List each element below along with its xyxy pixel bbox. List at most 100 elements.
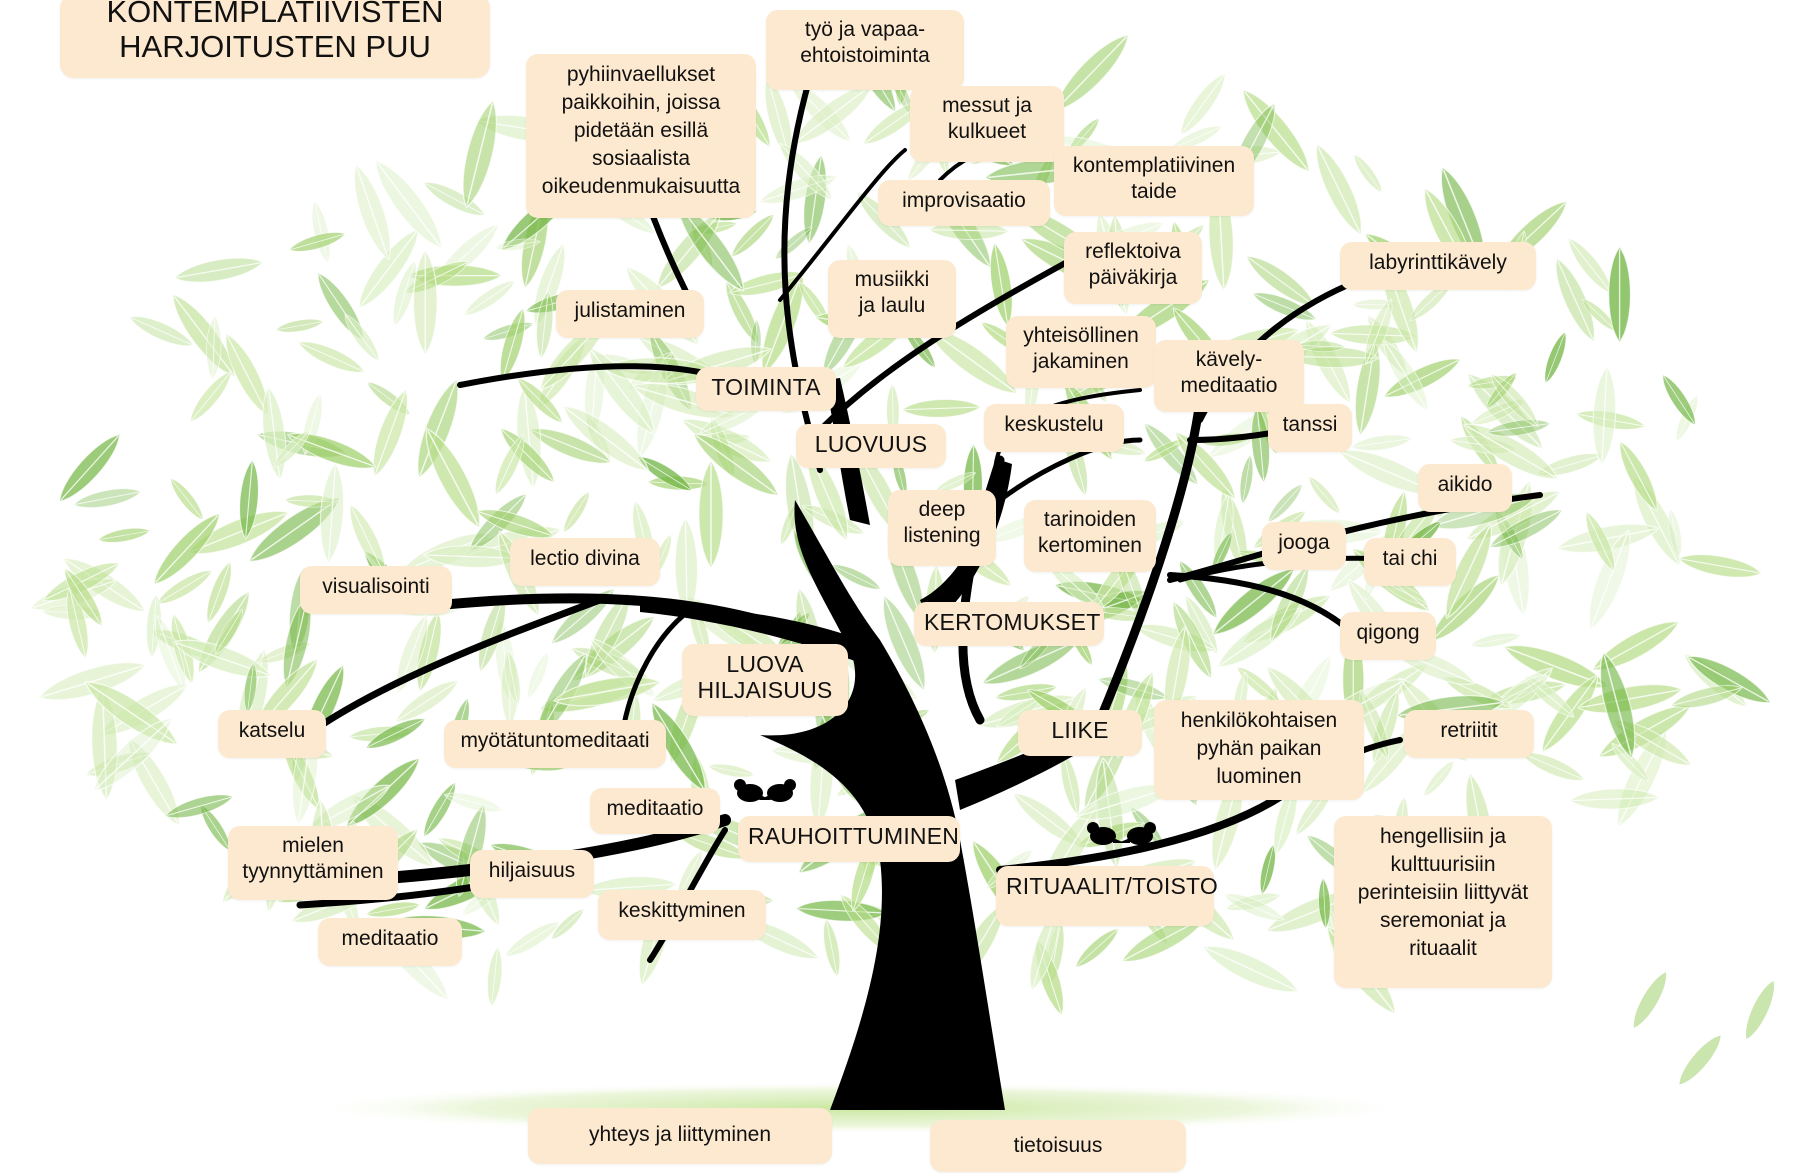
leaf-shape [374,159,443,249]
leaf-shape [1297,340,1346,352]
category-liike-text: LIIKE [1051,717,1109,743]
category-toiminta-text: TOIMINTA [711,374,821,400]
leaf-shape [504,649,521,707]
leaf-shape [58,433,121,503]
leaf-shape [1260,844,1276,895]
practice-pyhiinvaellukset: pyhiinvaellukset paikkoihin, joissa pide… [526,54,756,218]
practice-kavelymeditaatio: kävely- meditaatio [1154,340,1304,412]
practice-tai-chi-text: tai chi [1382,547,1438,570]
leaf-shape [487,946,503,1007]
leaf-shape [1668,508,1682,558]
practice-visualisointi-text: visualisointi [322,575,430,598]
practice-qigong: qigong [1340,612,1436,660]
practice-reflektoiva-line-2: päiväkirja [1088,266,1178,289]
leaf-shape [693,433,780,496]
practice-kavelymeditaatio-line-1: kävely- [1195,348,1263,371]
leaf-shape [319,462,345,564]
leaf-shape [1180,72,1226,136]
leaf-shape [97,528,151,543]
category-luova-hiljaisuus-line-2: HILJAISUUS [697,677,833,703]
leaf-shape [155,614,186,692]
leaf-shape [1599,651,1636,760]
category-luovuus-text: LUOVUUS [814,431,928,457]
leaf-shape [288,232,346,252]
leaf-shape [499,307,526,382]
practice-katselu-text: katselu [238,719,306,742]
leaf-shape [412,249,438,356]
practice-tanssi-text: tanssi [1282,413,1338,436]
leaf-shape [1585,511,1615,572]
leaf-shape [517,377,563,424]
category-luovuus: LUOVUUS [796,424,946,468]
practice-pyhiinvaellukset-line-3: pidetään esillä [573,119,709,142]
practice-yhteisollinen-line-2: jakaminen [1033,350,1129,373]
practice-deep-listening-line-2: listening [903,524,981,547]
practice-reflektoiva-line-1: reflektoiva [1085,240,1181,263]
practice-improvisaatio-text: improvisaatio [902,189,1026,212]
leaf-shape [275,319,324,333]
leaf-shape [1486,419,1551,437]
practice-hengellisiin-line-5: rituaalit [1409,937,1477,960]
practice-hiljaisuus: hiljaisuus [470,850,594,898]
leaf-shape [995,696,1043,728]
falling-leaf [1679,1035,1721,1085]
leaf-shape [395,680,459,722]
practice-retriitit: retriitit [1404,710,1534,758]
category-rituaalit-text: RITUAALIT/TOISTO [1006,873,1218,899]
category-kertomukset-text: KERTOMUKSET [924,609,1101,635]
leaf-shape [527,652,549,699]
leaf-shape [344,313,380,362]
category-rauhoittuminen-text: RAUHOITTUMINEN [748,823,960,849]
leaf-shape [393,260,417,327]
practice-hengellisiin-line-1: hengellisiin ja [1379,825,1507,848]
leaf-shape [563,491,590,533]
leaf-shape [38,661,147,701]
practice-henkilokohtaisen-line-2: pyhän paikan [1196,737,1322,760]
practice-messut-line-1: messut ja [942,94,1032,117]
practice-tyo-line-1: työ ja vapaa- [804,18,926,41]
leaf-shape [476,509,555,538]
leaf-shape [156,570,213,604]
practice-jooga: jooga [1262,522,1346,570]
practice-musiikki-line-1: musiikki [854,268,930,291]
leaf-shape [882,595,926,692]
practice-labyrinttikavely: labyrinttikävely [1340,242,1536,290]
leaf-shape [372,388,408,478]
leaf-shape [1463,423,1559,480]
trunk-branch-kertomukset [920,460,1012,625]
falling-leaf [1746,980,1774,1040]
leaf-shape [901,399,982,418]
leaf-shape [1270,565,1309,643]
leaf-shape [358,228,419,309]
leaf-shape [1308,476,1341,514]
leaf-shape [206,561,232,624]
leaf-shape [311,200,331,264]
leaf-shape [1677,554,1763,578]
practice-yhteisollinen-line-1: yhteisöllinen [1023,324,1139,347]
leaf-shape [170,478,204,521]
leaf-shape [462,99,497,209]
leaf-shape [64,568,103,627]
leaf-shape [1544,331,1567,384]
leaf-shape [504,921,561,957]
practice-tanssi: tanssi [1268,404,1352,452]
leaf-shape [1662,374,1696,426]
practice-mielen-line-1: mielen [282,834,344,857]
practice-yhteys: yhteys ja liittyminen [528,1108,832,1164]
practice-yhteys-text: yhteys ja liittyminen [588,1123,772,1146]
leaf-shape [1489,509,1563,548]
leaf-shape [1470,633,1522,648]
leaf-shape [1054,34,1130,112]
practice-meditaatio-upper-text: meditaatio [606,797,704,820]
leaf-shape [1577,684,1683,714]
leaf-shape [551,908,585,940]
leaf-shape [1608,245,1631,344]
practice-henkilokohtaisen: henkilökohtaisen pyhän paikan luominen [1154,700,1364,800]
practice-myotatunto-text: myötätuntomeditaati [460,729,650,752]
birds-left [734,779,796,802]
practice-lectio-divina: lectio divina [510,538,660,586]
leaf-shape [423,782,456,838]
practice-messut-line-2: kulkueet [947,120,1027,143]
leaf-shape [1423,760,1455,797]
